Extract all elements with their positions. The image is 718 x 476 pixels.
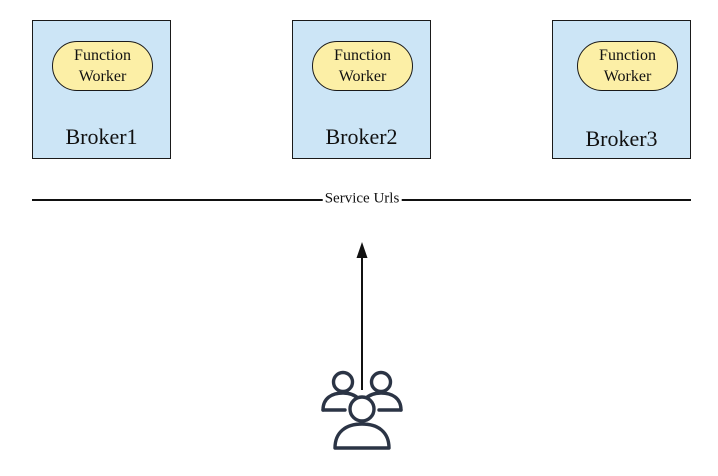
function-worker-label-line2: Worker: [603, 68, 652, 85]
users-group-icon: [321, 370, 403, 450]
broker-node-1: Function Worker Broker1: [32, 20, 171, 159]
function-worker-label-line1: Function: [599, 47, 656, 64]
service-url-label: Service Urls: [322, 190, 402, 208]
function-worker-label-line1: Function: [334, 47, 391, 64]
broker-node-3: Function Worker Broker3: [552, 20, 691, 159]
broker-label-3: Broker3: [585, 126, 658, 151]
broker-label-2: Broker2: [325, 124, 398, 149]
broker-node-2: Function Worker Broker2: [292, 20, 431, 159]
function-worker-label-line1: Function: [74, 47, 131, 64]
function-worker-label-line2: Worker: [338, 68, 387, 85]
function-worker-2: Function Worker: [312, 41, 413, 91]
function-worker-1: Function Worker: [52, 41, 153, 91]
request-arrow-head: [356, 242, 368, 258]
function-worker-label-line2: Worker: [78, 68, 127, 85]
function-worker-3: Function Worker: [577, 41, 678, 91]
broker-label-1: Broker1: [65, 124, 138, 149]
